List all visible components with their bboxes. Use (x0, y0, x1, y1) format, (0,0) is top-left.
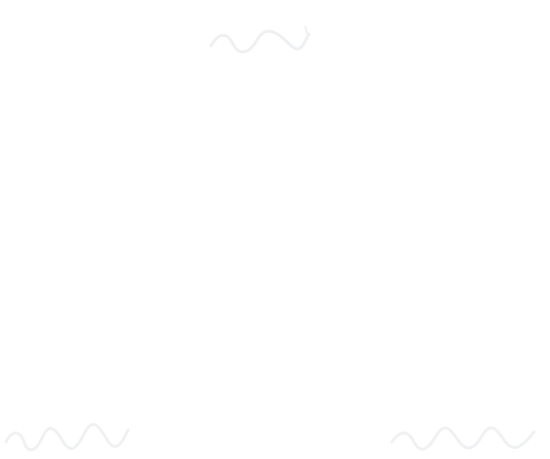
watermark-bottom-right (388, 422, 538, 458)
watermark-logo-mark (209, 25, 311, 54)
watermark-bottom-left-mark (4, 423, 130, 452)
watermark-logo (205, 24, 315, 59)
watermark-bottom-right-mark (390, 426, 536, 451)
watermark-bottom-left (2, 418, 132, 459)
